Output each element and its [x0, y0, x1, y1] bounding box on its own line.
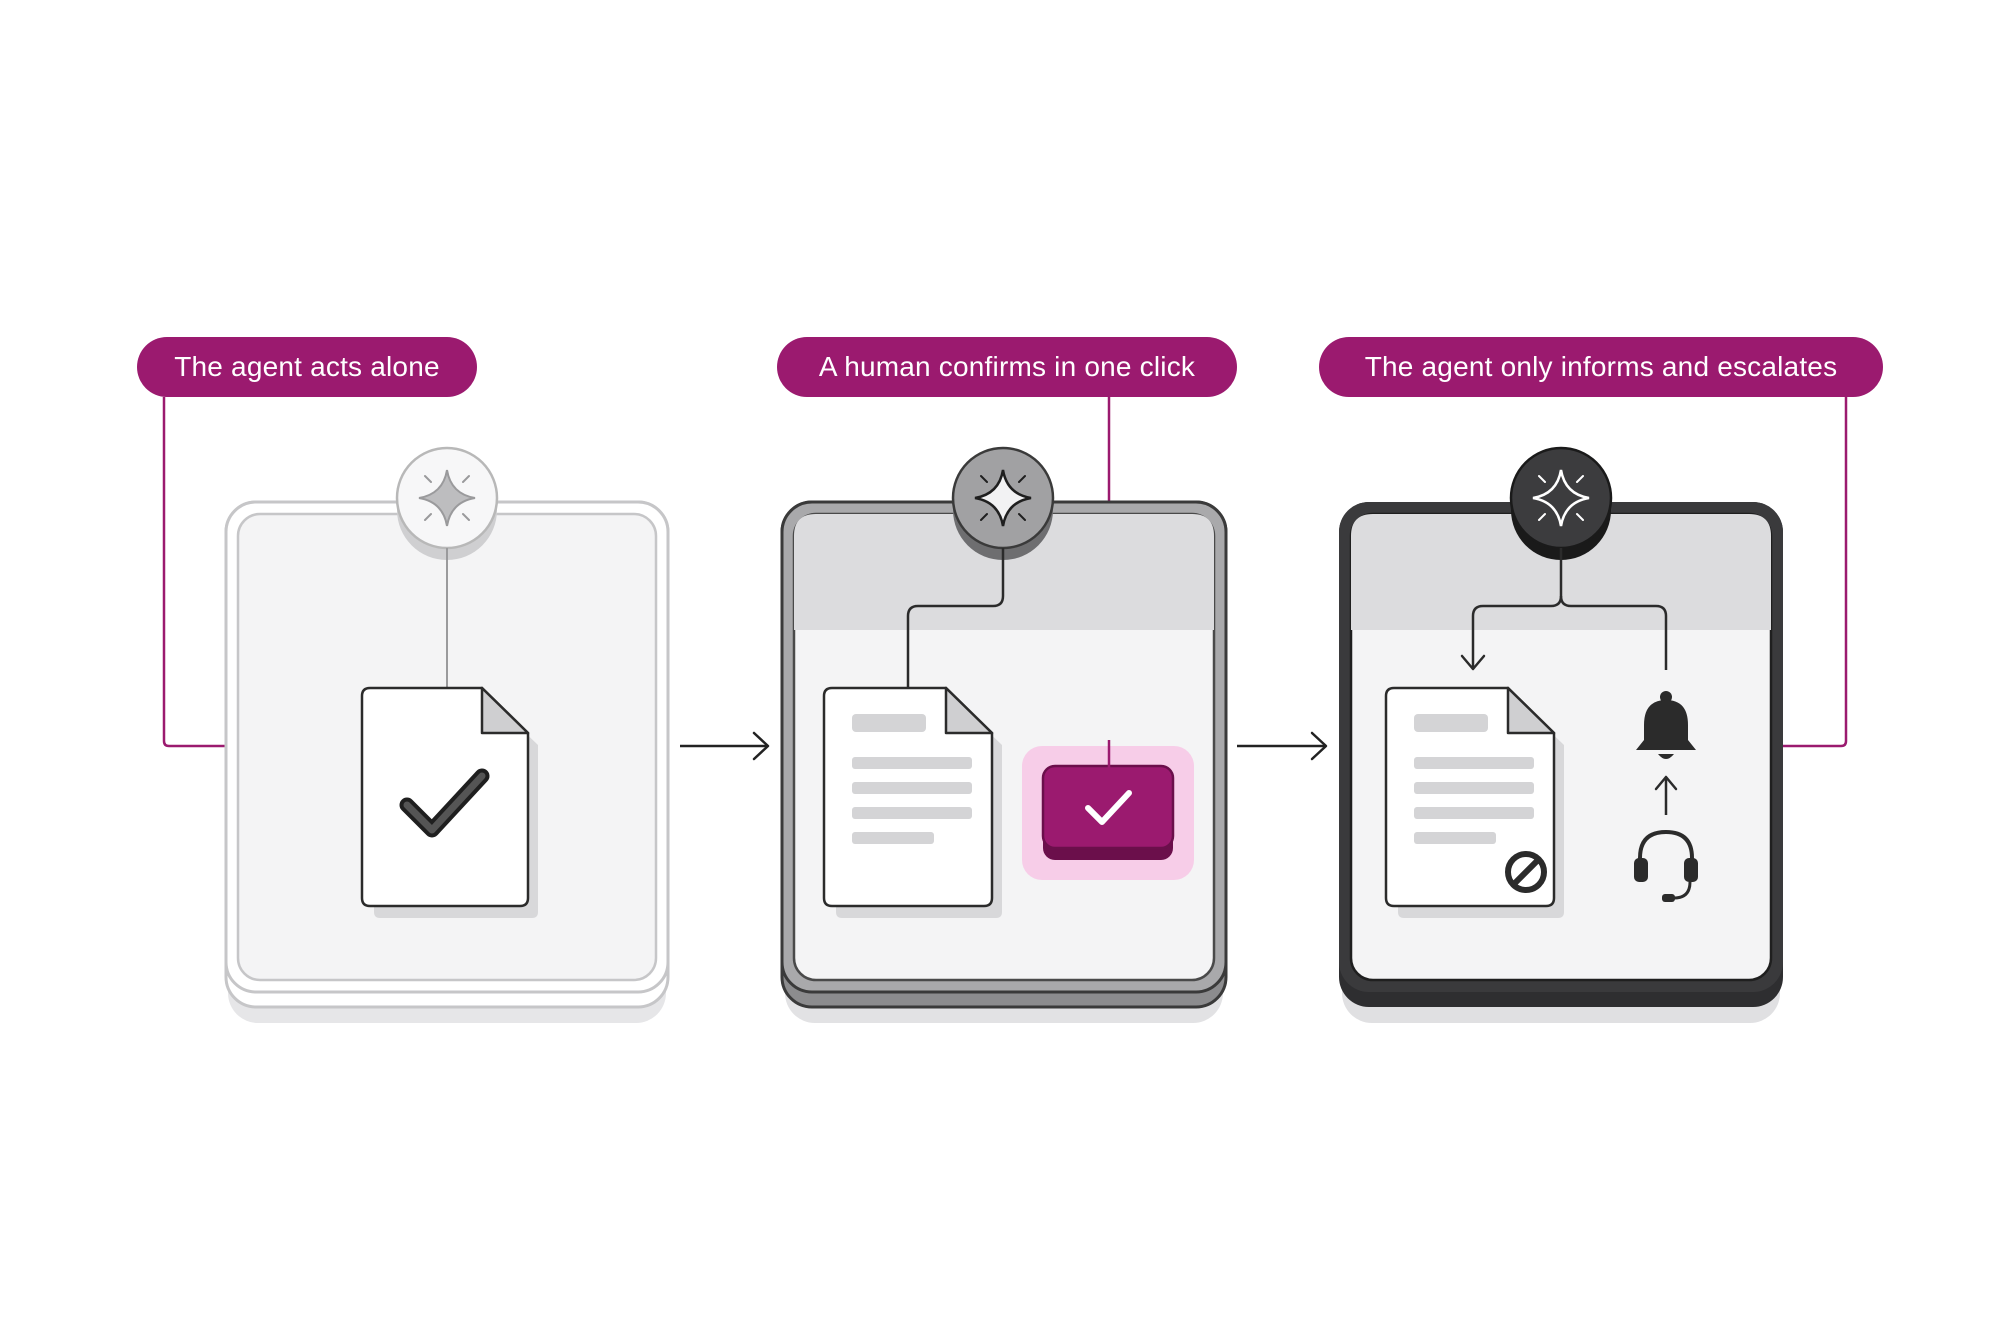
- document-icon: [360, 686, 538, 918]
- label-pill-agent-acts-alone: The agent acts alone: [137, 337, 477, 397]
- arrow-up-icon: [1654, 775, 1678, 815]
- checkmark-icon: [1085, 790, 1132, 825]
- arrow-right-icon: [680, 731, 770, 761]
- sparkle-icon: [395, 446, 499, 560]
- label-pill-agent-informs-escalates: The agent only informs and escalates: [1319, 337, 1883, 397]
- bell-icon: [1636, 691, 1696, 759]
- panel-informs-escalates: [1339, 446, 1783, 1023]
- confirm-check-button[interactable]: [1022, 746, 1194, 880]
- sparkle-icon: [951, 446, 1055, 560]
- callout-line-1: [162, 397, 228, 748]
- sparkle-icon: [1509, 446, 1613, 560]
- panel-agent-acts-alone: [224, 446, 670, 1023]
- document-icon: [822, 686, 1002, 918]
- headset-icon: [1634, 829, 1698, 902]
- arrow-right-icon: [1237, 731, 1328, 761]
- label-pill-human-confirms: A human confirms in one click: [777, 337, 1237, 397]
- prohibited-icon: [1505, 851, 1547, 893]
- callout-line-3: [1780, 397, 1848, 748]
- connector-line: [906, 548, 1005, 690]
- panel-human-confirms: [780, 446, 1228, 1023]
